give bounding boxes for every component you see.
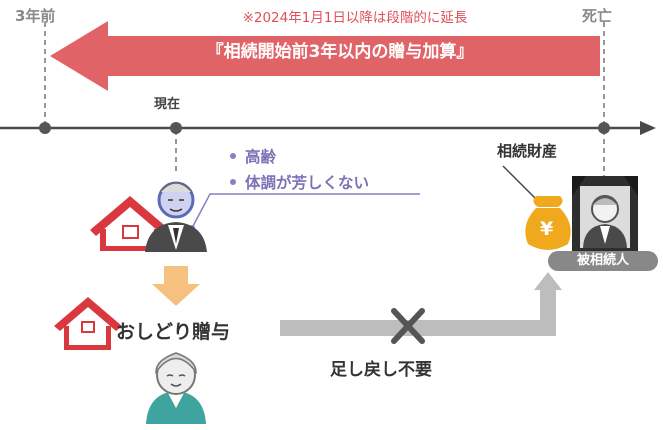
elderly-woman-icon <box>146 352 206 424</box>
elderly-conditions-list: 高齢 体調が芳しくない <box>230 144 369 196</box>
inclusion-banner-arrow <box>50 21 600 91</box>
gift-down-arrow <box>152 266 200 306</box>
gift-flow-path <box>280 288 556 336</box>
decedent-badge: 被相続人 <box>548 251 658 271</box>
house-icon-bottom <box>54 297 122 350</box>
decedent-portrait-icon <box>572 176 638 256</box>
moneybag-icon <box>525 196 571 250</box>
bullet-dot <box>230 178 236 185</box>
three-years-before-label: 3年前 <box>15 7 56 25</box>
elderly-man-icon <box>145 181 207 252</box>
timeline-dot-3yrs <box>39 122 51 134</box>
yen-symbol: ¥ <box>540 218 554 240</box>
no-addback-label: 足し戻し不要 <box>330 360 432 380</box>
spousal-gift-label: おしどり贈与 <box>116 321 231 343</box>
now-label: 現在 <box>154 97 181 112</box>
bullet-dot <box>230 152 236 159</box>
estate-pointer-line <box>502 165 538 201</box>
gift-flow-arrowhead <box>534 272 562 290</box>
condition-item: 高齢 <box>230 144 369 170</box>
inherited-estate-label: 相続財産 <box>497 142 558 160</box>
cross-icon <box>391 308 425 344</box>
timeline-dot-death <box>598 122 610 134</box>
timeline-dot-now <box>170 122 182 134</box>
extension-note: ※2024年1月1日以降は段階的に延長 <box>242 10 468 26</box>
condition-item: 体調が芳しくない <box>230 170 369 196</box>
death-label: 死亡 <box>582 7 613 25</box>
timeline-arrowhead <box>640 121 656 135</box>
callout-line <box>191 193 420 229</box>
banner-title: 『相続開始前3年以内の贈与加算』 <box>206 42 474 62</box>
